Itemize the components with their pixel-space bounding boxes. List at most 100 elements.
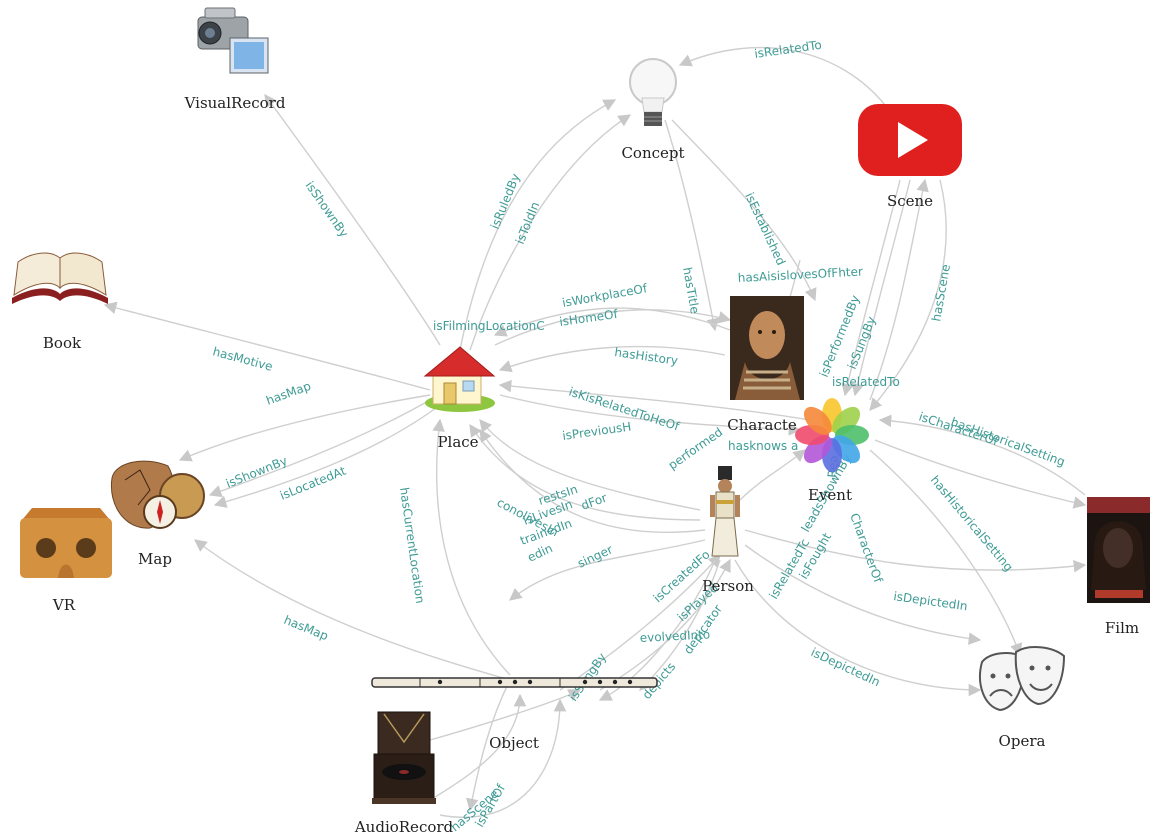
edge [469, 114, 632, 351]
edge [432, 418, 511, 676]
node-label: Event [808, 486, 852, 504]
video-camera-icon [197, 7, 269, 74]
map-compass-icon [110, 460, 205, 529]
edge [744, 529, 1087, 573]
edge [469, 423, 701, 521]
node-visual-record[interactable]: VisualRecord [184, 7, 286, 112]
edge [264, 93, 441, 346]
edge [559, 554, 721, 691]
edge-label: isDepictedIn [893, 589, 969, 613]
edge-label: hasHistory [614, 345, 679, 368]
petal-flower-icon [795, 398, 869, 472]
film-poster-icon [1087, 497, 1150, 603]
edge-label: hasHistoricalSetting [949, 415, 1067, 469]
edge [671, 119, 817, 302]
edge [494, 309, 732, 346]
node-label: Characte [727, 416, 797, 434]
edge [869, 179, 947, 411]
edge [439, 698, 567, 818]
play-button-icon [858, 104, 962, 176]
edge-label: hasScene [929, 263, 953, 322]
edge-label: hasMap [282, 613, 330, 643]
edge [664, 119, 719, 332]
edge [459, 99, 617, 351]
edges [103, 46, 1087, 818]
edge [429, 689, 582, 741]
node-label: Book [43, 334, 82, 352]
edge [498, 345, 726, 373]
character-portrait-icon [730, 296, 804, 400]
person-figure-icon [710, 466, 740, 557]
edge [841, 179, 901, 397]
node-map[interactable]: Map [110, 460, 205, 568]
edge-label: isEstablished [742, 190, 788, 267]
edge [874, 439, 1087, 509]
edge-label: isShownBy [303, 179, 352, 240]
node-label: VR [52, 596, 76, 614]
edge [598, 559, 716, 701]
node-label: Object [489, 734, 539, 752]
edge [493, 307, 731, 337]
edge [734, 559, 982, 697]
edge-label: isFilmingLocationC [433, 319, 545, 333]
edge [509, 539, 706, 601]
edge [213, 404, 441, 508]
node-object[interactable]: Object [371, 677, 658, 752]
edge-label: CharacterOf [847, 511, 885, 585]
edge-label: isLocatedAt [278, 464, 348, 503]
edge [499, 394, 802, 436]
edge-label: evolvedInto [639, 627, 710, 645]
node-opera[interactable]: Opera [979, 646, 1066, 750]
node-label: Person [702, 577, 754, 595]
open-book-icon [12, 252, 108, 304]
edge-label: isRelatedTo [753, 38, 822, 61]
node-scene[interactable]: Scene [858, 104, 962, 210]
edge [479, 428, 706, 533]
node-event[interactable]: Event [795, 398, 869, 504]
edge [869, 449, 1023, 657]
flute-icon [371, 677, 658, 688]
edge-label: singer [575, 542, 615, 570]
node-book[interactable]: Book [12, 252, 108, 352]
node-person[interactable]: Person [702, 466, 754, 595]
node-place[interactable]: Place [423, 346, 496, 451]
node-concept[interactable]: Concept [621, 58, 685, 162]
edge-label: isDepictedIn [809, 645, 883, 689]
edge [878, 414, 1086, 496]
edge-label: hasTitle [680, 266, 702, 315]
vr-headset-icon [20, 508, 112, 578]
edge [739, 449, 806, 501]
node-character[interactable]: Characte [727, 296, 804, 434]
edge-label: isHomeOf [558, 307, 619, 329]
house-icon [423, 346, 496, 412]
gramophone-icon [372, 711, 436, 804]
edge [429, 693, 527, 801]
edge [678, 46, 886, 106]
edge-label: isPreviousH [561, 419, 632, 443]
node-label: AudioRecord [354, 818, 454, 836]
node-label: Scene [887, 192, 933, 210]
node-audio-record[interactable]: AudioRecord [354, 711, 454, 836]
node-label: Concept [621, 144, 684, 162]
edge-label: isRelatedTo [832, 375, 900, 389]
node-film[interactable]: Film [1087, 497, 1150, 637]
edge [851, 179, 911, 397]
edge [208, 399, 431, 498]
node-label: Opera [999, 732, 1046, 750]
edge-label: hasknows a [728, 439, 798, 453]
node-vr[interactable]: VR [20, 508, 112, 614]
edge-label: isToldIn [513, 200, 543, 246]
edge [103, 301, 431, 391]
light-bulb-icon [629, 58, 677, 126]
theater-masks-icon [979, 646, 1066, 712]
node-label: Place [437, 433, 478, 451]
edge [479, 419, 701, 511]
edge [193, 539, 511, 681]
edge-label: isWorkplaceOf [561, 281, 649, 310]
edge [466, 679, 511, 812]
node-label: VisualRecord [184, 94, 286, 112]
edge-label: hasMotive [211, 344, 274, 373]
node-label: Film [1105, 619, 1139, 637]
node-label: Map [138, 550, 172, 568]
